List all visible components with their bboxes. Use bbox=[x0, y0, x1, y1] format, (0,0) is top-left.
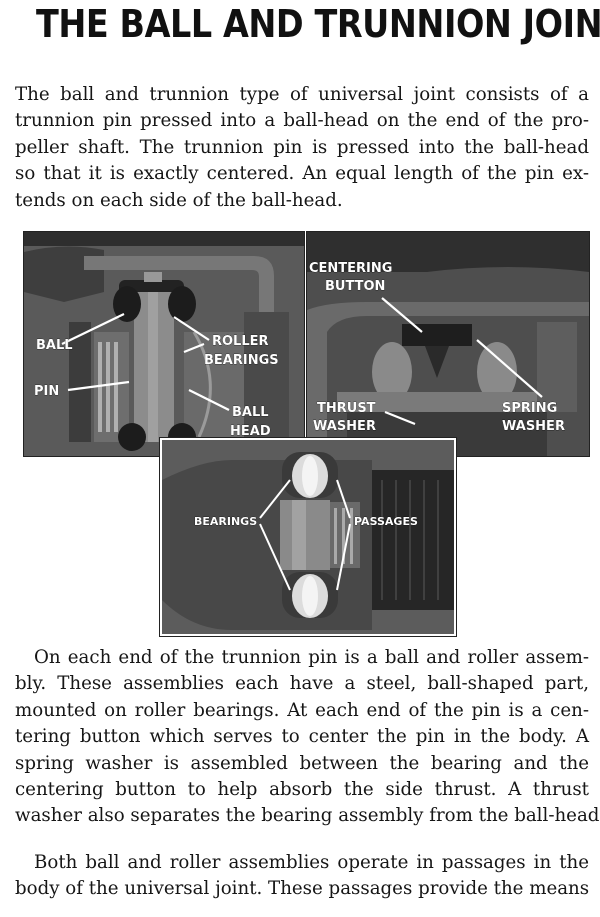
label-ball: BALL bbox=[36, 338, 73, 353]
paragraph-line: body of the universal joint. These passa… bbox=[15, 878, 590, 900]
label-passages: PASSAGES bbox=[354, 515, 418, 528]
label-roller: ROLLER bbox=[212, 334, 269, 349]
paragraph-line: washer also separates the bearing assemb… bbox=[15, 805, 600, 827]
label-bearings: BEARINGS bbox=[204, 353, 279, 368]
label-spring: SPRING bbox=[502, 401, 557, 416]
paragraph-passages: Both ball and roller assemblies operate … bbox=[15, 850, 589, 903]
paragraph-line: centering button to help absorb the side… bbox=[15, 779, 589, 801]
label-head: HEAD bbox=[230, 424, 271, 439]
paragraph-line: tering button which serves to center the… bbox=[15, 726, 589, 748]
paragraph-line: trunnion pin pressed into a ball-head on… bbox=[15, 110, 589, 132]
label-ball-2: BALL bbox=[232, 405, 269, 420]
label-washer: WASHER bbox=[313, 419, 376, 434]
cutaway-illustration: CENTERING BUTTON THRUST WASHER SPRING WA… bbox=[307, 232, 589, 456]
paragraph-line: Both ball and roller assemblies operate … bbox=[34, 852, 589, 873]
page-title: THE BALL AND TRUNNION JOINT bbox=[36, 2, 600, 46]
figure-bearings-passages-cutaway: BEARINGS PASSAGES bbox=[160, 438, 456, 636]
paragraph-line: spring washer is assembled between the b… bbox=[15, 752, 589, 774]
label-bearings: BEARINGS bbox=[194, 515, 257, 528]
paragraph-assembly: On each end of the trunnion pin is a bal… bbox=[15, 645, 600, 830]
figure-centering-button-cutaway: CENTERING BUTTON THRUST WASHER SPRING WA… bbox=[306, 231, 590, 457]
paragraph-line: On each end of the trunnion pin is a bal… bbox=[34, 647, 589, 668]
label-centering: CENTERING bbox=[309, 261, 392, 276]
figure-ball-head-cutaway: BALL ROLLER BEARINGS PIN BALL HEAD bbox=[23, 231, 305, 457]
cutaway-illustration: BEARINGS PASSAGES bbox=[162, 440, 454, 634]
label-button: BUTTON bbox=[325, 279, 385, 294]
paragraph-line: tends on each side of the ball-head. bbox=[15, 189, 343, 211]
paragraph-line: The ball and trunnion type of universal … bbox=[15, 84, 589, 105]
paragraph-line: mounted on roller bearings. At each end … bbox=[15, 699, 589, 721]
paragraph-line: peller shaft. The trunnion pin is presse… bbox=[15, 136, 589, 158]
paragraph-line: bly. These assemblies each have a steel,… bbox=[15, 673, 589, 695]
paragraph-intro: The ball and trunnion type of universal … bbox=[15, 82, 589, 214]
paragraph-line: so that it is exactly centered. An equal… bbox=[15, 163, 589, 185]
label-pin: PIN bbox=[34, 384, 59, 399]
label-thrust: THRUST bbox=[317, 401, 376, 416]
cutaway-illustration: BALL ROLLER BEARINGS PIN BALL HEAD bbox=[24, 232, 304, 456]
label-washer-2: WASHER bbox=[502, 419, 565, 434]
